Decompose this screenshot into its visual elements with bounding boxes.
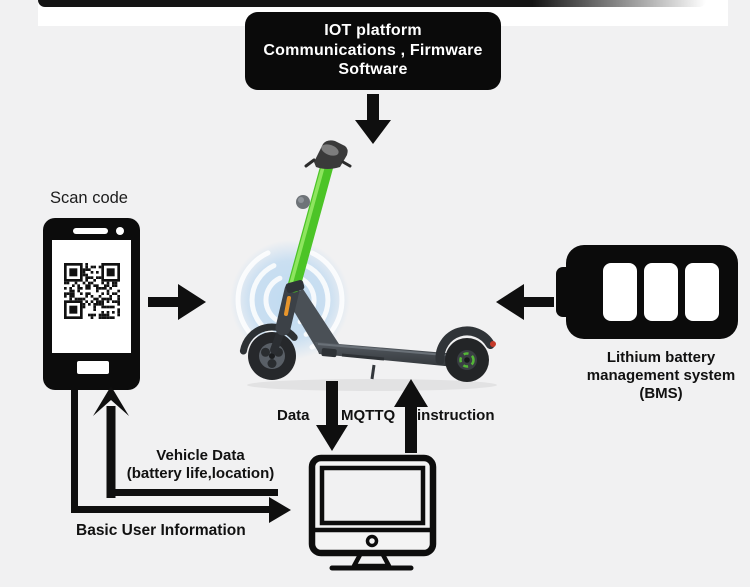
vehicle-data-label-line2: (battery life,location) — [126, 465, 275, 482]
basic-user-line-horizontal — [71, 506, 271, 513]
arrow-up-computer-to-scooter-icon — [394, 379, 428, 453]
desktop-computer-icon — [308, 454, 437, 571]
arrow-left-battery-to-scooter-icon — [496, 284, 554, 320]
mqttq-label: MQTTQ — [341, 407, 396, 424]
iot-box-line3: Software — [338, 61, 408, 78]
scooter-handlebar — [304, 140, 352, 169]
qr-code-icon — [64, 263, 120, 319]
basic-user-label: Basic User Information — [76, 522, 246, 539]
arrow-right-phone-to-scooter-icon — [148, 284, 206, 320]
arrow-down-iot-to-scooter-icon — [355, 94, 391, 144]
scooter-stem — [287, 155, 335, 293]
vehicle-data-label-line1: Vehicle Data — [156, 447, 245, 464]
vehicle-data-label: Vehicle Data (battery life,location) — [118, 447, 283, 483]
battery-label-line3: (BMS) — [639, 385, 683, 402]
battery-label-line2: management system — [586, 367, 736, 384]
phone-speaker-icon — [73, 228, 108, 234]
arrow-right-phone-to-computer-icon — [269, 497, 291, 523]
battery-label: Lithium battery management system (BMS) — [572, 349, 750, 403]
data-label: Data — [277, 407, 310, 424]
battery-icon — [556, 245, 738, 339]
scan-code-label: Scan code — [50, 189, 128, 207]
battery-label-line1: Lithium battery — [606, 349, 716, 366]
arrow-up-computer-to-phone-icon — [93, 386, 129, 498]
basic-user-line-vertical — [71, 390, 78, 513]
arrow-down-scooter-to-computer-icon — [316, 381, 348, 451]
smartphone-icon — [43, 218, 140, 390]
phone-camera-icon — [116, 227, 124, 235]
iot-box-line1: IOT platform — [324, 22, 422, 39]
phone-screen — [52, 240, 131, 353]
vehicle-data-line — [108, 489, 278, 496]
top-banner-bar — [38, 0, 706, 7]
electric-scooter-icon — [230, 140, 497, 391]
instruction-label: instruction — [417, 407, 495, 424]
phone-home-button-icon — [77, 361, 109, 374]
iot-box-line2: Communications , Firmware — [263, 41, 483, 59]
iot-platform-box: IOT platform Communications , Firmware S… — [245, 12, 501, 90]
